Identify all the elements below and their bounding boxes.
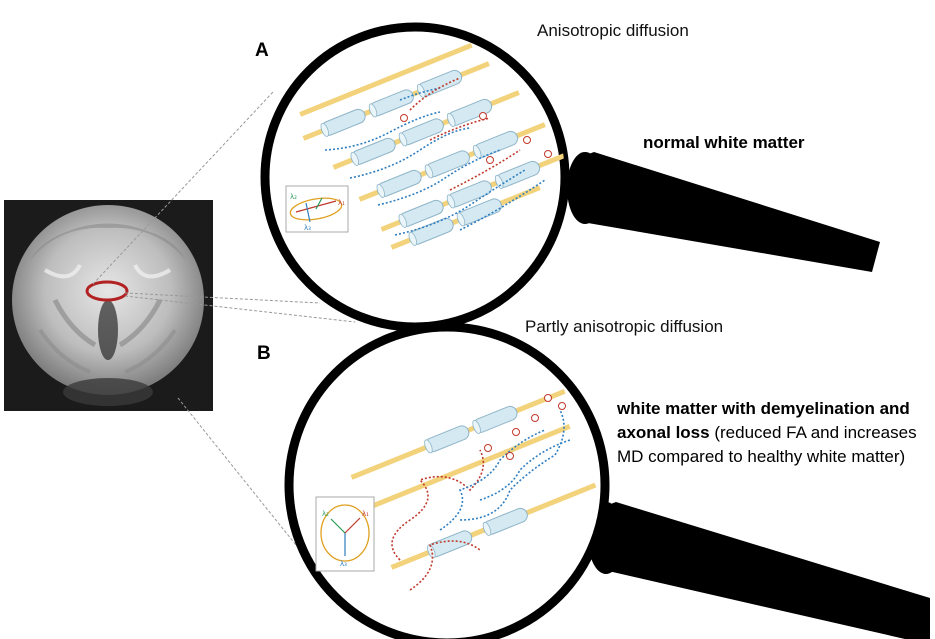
fiber-bundle-demyelinated (350, 389, 597, 591)
panel-letter-a: A (255, 40, 269, 61)
magnifier-a (260, 22, 880, 332)
lambda1-label-b: λ₁ (362, 510, 369, 518)
lambda1-label-a: λ₁ (338, 199, 345, 207)
lambda3-label-a: λ₃ (304, 224, 311, 232)
lambda3-label-b: λ₃ (340, 560, 347, 568)
label-b-bold: white matter with demyelination and axon… (617, 399, 910, 442)
diffusion-ellipse-inset-a: λ₂ λ₁ λ₃ (285, 185, 349, 233)
connector-lines (92, 91, 356, 566)
label-a: normal white matter (643, 131, 805, 155)
lambda2-label-a: λ₂ (290, 193, 297, 201)
panel-letter-b: B (257, 343, 271, 364)
magnifier-b (284, 322, 930, 639)
caption-b: Partly anisotropic diffusion (525, 317, 724, 336)
diffusion-ellipse-inset-b: λ₂ λ₁ λ₃ (315, 496, 375, 572)
mri-brain-image (4, 200, 213, 411)
fiber-bundle-normal (299, 42, 565, 250)
lambda2-label-b: λ₂ (322, 510, 329, 518)
label-b: white matter with demyelination and axon… (617, 397, 929, 469)
label-a-text: normal white matter (643, 133, 805, 152)
caption-a: Anisotropic diffusion (537, 21, 689, 40)
label-b-rest: (reduced FA and increases MD compared to… (617, 423, 917, 466)
roi-ring (85, 280, 129, 302)
